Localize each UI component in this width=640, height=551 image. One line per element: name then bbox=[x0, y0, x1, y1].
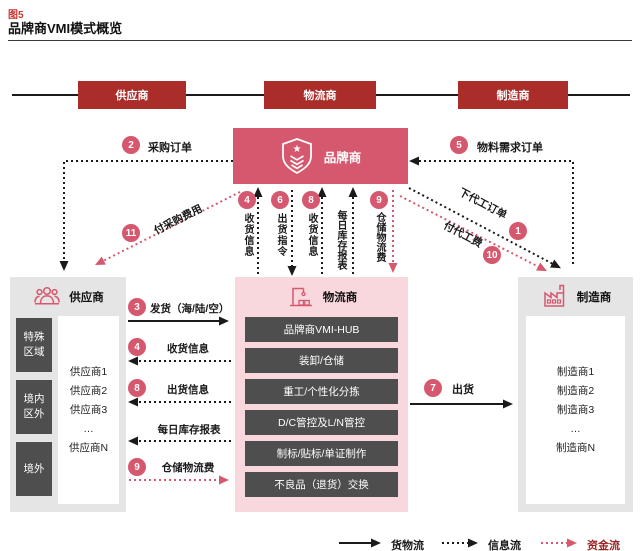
manufacturer-panel: 制造商 制造商1 制造商2 制造商3 … 制造商N bbox=[518, 277, 633, 512]
logistics-services: 品牌商VMI-HUB 装卸/仓储 重工/个性化分拣 D/C管控及L/N管控 制标… bbox=[245, 317, 398, 497]
step-8-badge-left: 8 bbox=[128, 379, 146, 397]
step-2-badge: 2 bbox=[122, 136, 140, 154]
zone-outside-border: 境外 bbox=[16, 442, 52, 496]
warehouse-fee-left-label: 仓储物流费 bbox=[161, 462, 215, 474]
manufacturer-list-item: 制造商N bbox=[555, 441, 596, 454]
service-rework-sorting: 重工/个性化分拣 bbox=[245, 379, 398, 404]
zone-inside-border-outside-zone: 境内区外 bbox=[16, 380, 52, 434]
chain-box-manufacturer: 制造商 bbox=[458, 81, 568, 109]
step-4-badge-mid: 4 bbox=[238, 191, 256, 209]
ship-out-label: 出货 bbox=[452, 384, 474, 396]
step-5-badge: 5 bbox=[450, 136, 468, 154]
service-vmi-hub: 品牌商VMI-HUB bbox=[245, 317, 398, 342]
manufacturer-panel-header: 制造商 bbox=[518, 277, 633, 316]
daily-inventory-left-label: 每日库存报表 bbox=[157, 424, 221, 436]
supplier-list-item: 供应商1 bbox=[69, 365, 108, 378]
svg-text:★: ★ bbox=[292, 144, 301, 155]
brand-merchant-box: ★ 品牌商 bbox=[233, 128, 408, 184]
logistics-panel-header: 物流商 bbox=[235, 277, 408, 316]
manufacturer-list-item: 制造商1 bbox=[556, 365, 595, 378]
step-4-badge-left: 4 bbox=[128, 338, 146, 356]
step-6-badge-mid: 6 bbox=[271, 191, 289, 209]
receiving-info-mid2-label: 收货信息 bbox=[306, 213, 317, 257]
daily-inventory-mid-label: 每日库存报表 bbox=[335, 210, 346, 270]
supplier-list: 供应商1 供应商2 供应商3 … 供应商N bbox=[58, 316, 119, 504]
supplier-panel: 供应商 特殊区域 境内区外 境外 供应商1 供应商2 供应商3 … 供应商N bbox=[10, 277, 126, 512]
pay-outsourcing-fee-label: 付代工费 bbox=[441, 219, 485, 251]
chain-logistics-label: 物流商 bbox=[303, 90, 337, 102]
manufacturer-list: 制造商1 制造商2 制造商3 … 制造商N bbox=[526, 316, 625, 504]
legend-info-label: 信息流 bbox=[488, 540, 521, 551]
step-8-badge-mid: 8 bbox=[302, 191, 320, 209]
legend-goods-label: 货物流 bbox=[391, 540, 424, 551]
supplier-list-item: 供应商N bbox=[68, 441, 109, 454]
manufacturer-list-item: 制造商3 bbox=[556, 403, 595, 416]
service-dc-ln-control: D/C管控及L/N管控 bbox=[245, 410, 398, 435]
brand-merchant-label: 品牌商 bbox=[323, 150, 362, 165]
manufacturer-list-ellipsis: … bbox=[570, 422, 581, 435]
page-title: 品牌商VMI模式概览 bbox=[8, 21, 123, 36]
crane-icon bbox=[289, 287, 312, 306]
step-9-badge-mid: 9 bbox=[370, 191, 388, 209]
receiving-info-mid-label: 收货信息 bbox=[242, 213, 253, 257]
supplier-zones: 特殊区域 境内区外 境外 bbox=[16, 318, 52, 496]
shield-star-icon: ★ bbox=[281, 138, 312, 175]
step-3-badge: 3 bbox=[128, 298, 146, 316]
supplier-panel-title: 供应商 bbox=[69, 291, 104, 304]
service-loading-warehousing: 装卸/仓储 bbox=[245, 348, 398, 373]
chain-supplier-label: 供应商 bbox=[115, 90, 149, 102]
chain-box-logistics: 物流商 bbox=[264, 81, 376, 109]
dispatch-label: 发货（海/陆/空） bbox=[150, 303, 230, 315]
figure-number: 图5 bbox=[8, 10, 24, 21]
material-demand-order-label: 物料需求订单 bbox=[477, 142, 543, 154]
warehouse-fee-mid-label: 仓储物流费 bbox=[374, 212, 385, 262]
pay-purchase-fee-label: 付采购费用 bbox=[152, 202, 205, 238]
legend-capital-label: 资金流 bbox=[587, 540, 620, 551]
logistics-panel: 物流商 品牌商VMI-HUB 装卸/仓储 重工/个性化分拣 D/C管控及L/N管… bbox=[235, 277, 408, 512]
manufacturer-panel-title: 制造商 bbox=[576, 291, 612, 304]
factory-icon bbox=[544, 284, 564, 307]
supplier-list-item: 供应商3 bbox=[69, 403, 108, 416]
receiving-info-left-label: 收货信息 bbox=[167, 343, 209, 355]
supplier-list-ellipsis: … bbox=[83, 422, 94, 435]
zone-special-area: 特殊区域 bbox=[16, 318, 52, 372]
step-7-badge: 7 bbox=[424, 379, 442, 397]
people-group-icon bbox=[34, 286, 60, 305]
logistics-panel-title: 物流商 bbox=[322, 291, 358, 304]
chain-box-supplier: 供应商 bbox=[78, 81, 186, 109]
title-divider bbox=[8, 40, 632, 41]
service-labeling-docs: 制标/贴标/单证制作 bbox=[245, 441, 398, 466]
shipping-info-left-label: 出货信息 bbox=[167, 384, 209, 396]
service-defective-exchange: 不良品（退货）交换 bbox=[245, 472, 398, 497]
manufacturer-list-item: 制造商2 bbox=[556, 384, 595, 397]
supplier-panel-header: 供应商 bbox=[10, 277, 126, 316]
shipping-instruction-label: 出货指令 bbox=[275, 213, 286, 257]
purchase-order-label: 采购订单 bbox=[148, 142, 192, 154]
supplier-list-item: 供应商2 bbox=[69, 384, 108, 397]
step-9-badge-left: 9 bbox=[128, 458, 146, 476]
chain-manufacturer-label: 制造商 bbox=[496, 90, 530, 102]
